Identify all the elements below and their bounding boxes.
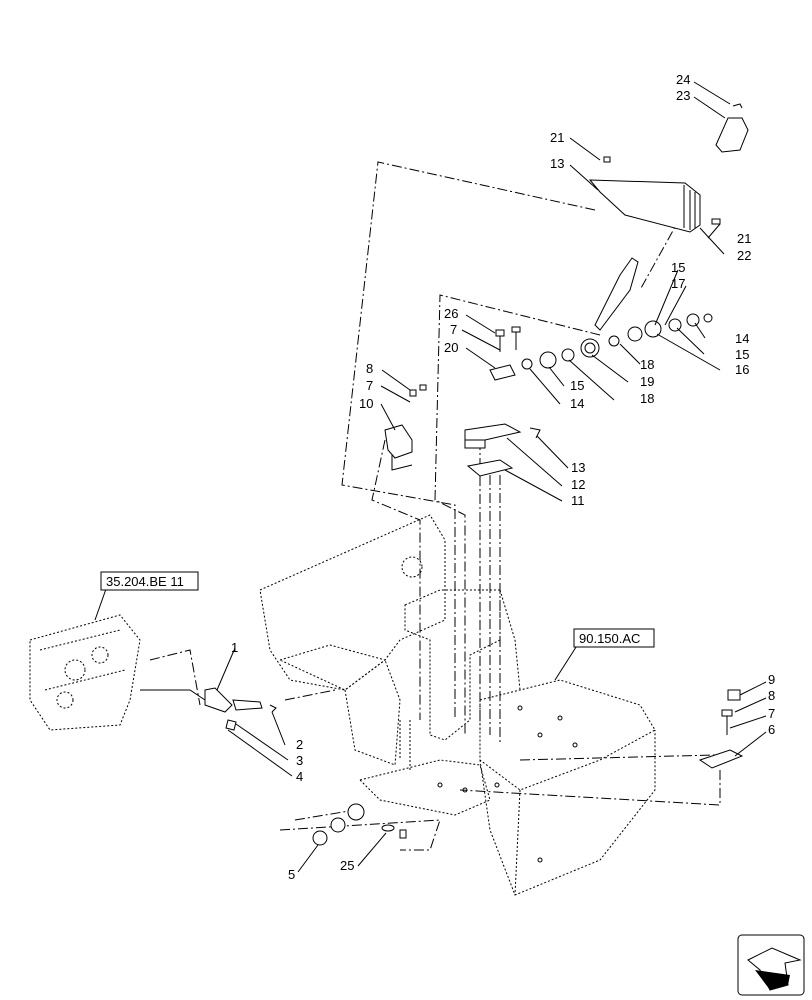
callout-7: 7 xyxy=(366,378,373,393)
callout-9: 9 xyxy=(768,672,775,687)
callout-7: 7 xyxy=(450,322,457,337)
reference-box-90-150: 90.150.AC xyxy=(573,628,655,648)
callout-14: 14 xyxy=(570,396,584,411)
cable-assembly xyxy=(140,687,277,731)
callout-6: 6 xyxy=(768,722,775,737)
callout-5: 5 xyxy=(288,867,295,882)
callout-24: 24 xyxy=(676,72,690,87)
callout-12: 12 xyxy=(571,477,585,492)
gear-lever-assembly xyxy=(489,103,749,381)
callout-15: 15 xyxy=(671,260,685,275)
callout-2: 2 xyxy=(296,737,303,752)
reference-label: 90.150.AC xyxy=(579,631,640,646)
lower-small-parts xyxy=(312,803,407,846)
callout-10: 10 xyxy=(359,396,373,411)
callout-19: 19 xyxy=(640,374,654,389)
callout-22: 22 xyxy=(737,248,751,263)
callout-14: 14 xyxy=(735,331,749,346)
bracket-parts xyxy=(384,384,541,477)
callout-15: 15 xyxy=(570,378,584,393)
callout-20: 20 xyxy=(444,340,458,355)
callout-8: 8 xyxy=(768,688,775,703)
callout-15: 15 xyxy=(735,347,749,362)
callout-23: 23 xyxy=(676,88,690,103)
right-mount-parts xyxy=(698,689,744,769)
leader-lines xyxy=(94,81,767,873)
reference-label: 35.204.BE 11 xyxy=(106,574,184,589)
next-page-arrow-icon[interactable] xyxy=(737,934,805,996)
callout-1: 1 xyxy=(231,640,238,655)
reference-box-35-204: 35.204.BE 11 xyxy=(100,571,199,591)
callout-16: 16 xyxy=(735,362,749,377)
callout-21: 21 xyxy=(737,231,751,246)
callout-11: 11 xyxy=(571,493,585,508)
callout-7: 7 xyxy=(768,706,775,721)
valve-assembly xyxy=(29,614,141,731)
callout-labels: 24 23 21 13 21 22 15 17 26 7 14 20 15 18… xyxy=(231,72,775,882)
callout-21: 21 xyxy=(550,130,564,145)
callout-17: 17 xyxy=(671,276,685,291)
callout-18: 18 xyxy=(640,357,654,372)
callout-18: 18 xyxy=(640,391,654,406)
assembly-lines xyxy=(149,161,721,851)
callout-13: 13 xyxy=(571,460,585,475)
callout-25: 25 xyxy=(340,858,354,873)
callout-13: 13 xyxy=(550,156,564,171)
chassis-frame xyxy=(259,514,656,896)
callout-26: 26 xyxy=(444,306,458,321)
callout-4: 4 xyxy=(296,769,303,784)
callout-8: 8 xyxy=(366,361,373,376)
callout-3: 3 xyxy=(296,753,303,768)
